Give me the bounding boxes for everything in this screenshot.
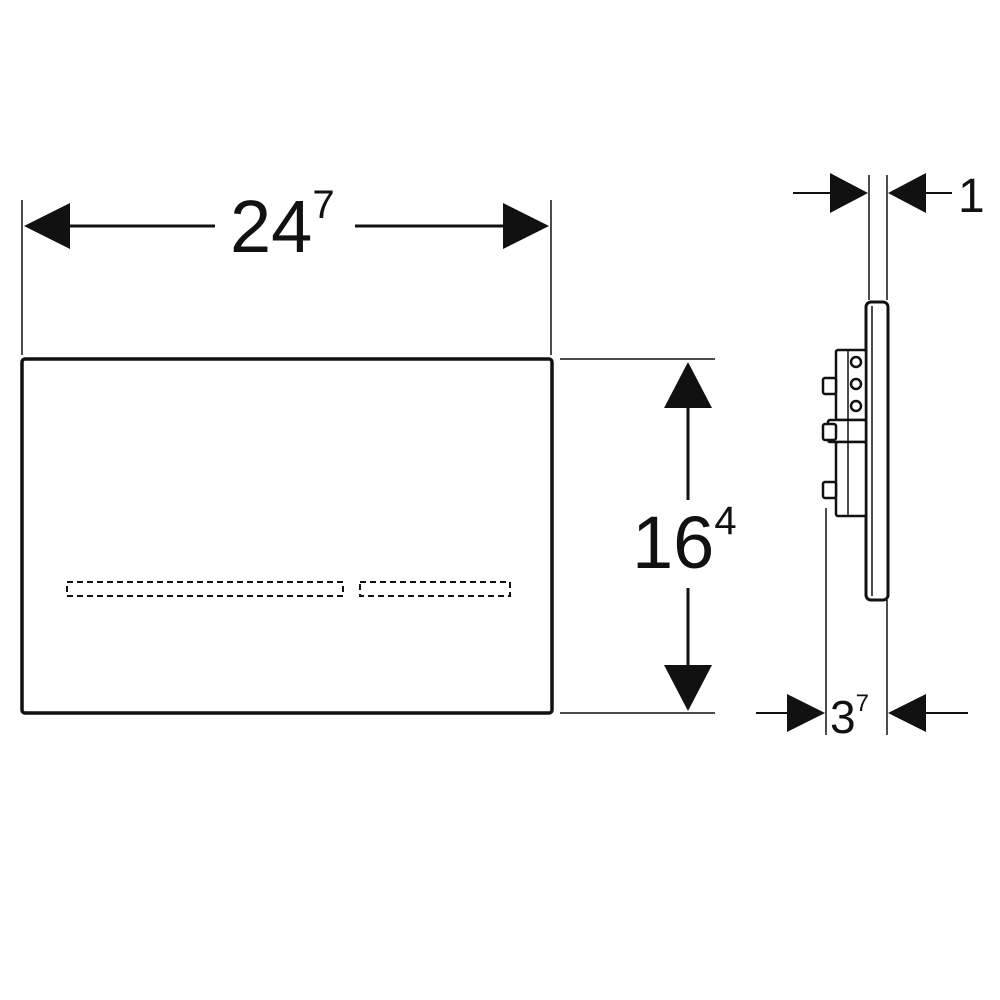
sensor-strip-right [359, 581, 511, 597]
flush-plate-side [864, 300, 890, 602]
width-arrow-left [24, 203, 70, 249]
depth-label: 37 [830, 690, 869, 743]
height-label-sup: 4 [714, 499, 736, 543]
thickness-dimension: 1 [793, 170, 985, 223]
depth-label-sup: 7 [856, 690, 869, 717]
thickness-arrow-right [888, 173, 926, 213]
actuator-mechanism [821, 348, 868, 518]
front-view [20, 357, 554, 715]
flush-plate-front [20, 357, 554, 715]
height-dimension: 164 [560, 358, 737, 714]
width-label-main: 24 [230, 185, 312, 268]
depth-dimension: 37 [756, 690, 968, 743]
depth-arrow-left [787, 694, 825, 732]
width-dimension: 247 [21, 183, 552, 355]
sensor-strip-left [66, 581, 344, 597]
depth-label-main: 3 [830, 691, 856, 743]
height-arrow-top [664, 362, 712, 408]
width-label: 247 [230, 183, 335, 268]
width-label-sup: 7 [312, 183, 334, 227]
height-label: 164 [632, 499, 737, 584]
depth-arrow-right [888, 694, 926, 732]
thickness-arrow-left [830, 173, 868, 213]
thickness-label-main: 1 [958, 170, 985, 223]
height-label-main: 16 [632, 501, 714, 584]
height-arrow-bottom [664, 665, 712, 711]
side-view [821, 175, 890, 735]
width-arrow-right [503, 203, 549, 249]
thickness-label: 1 [958, 170, 985, 223]
